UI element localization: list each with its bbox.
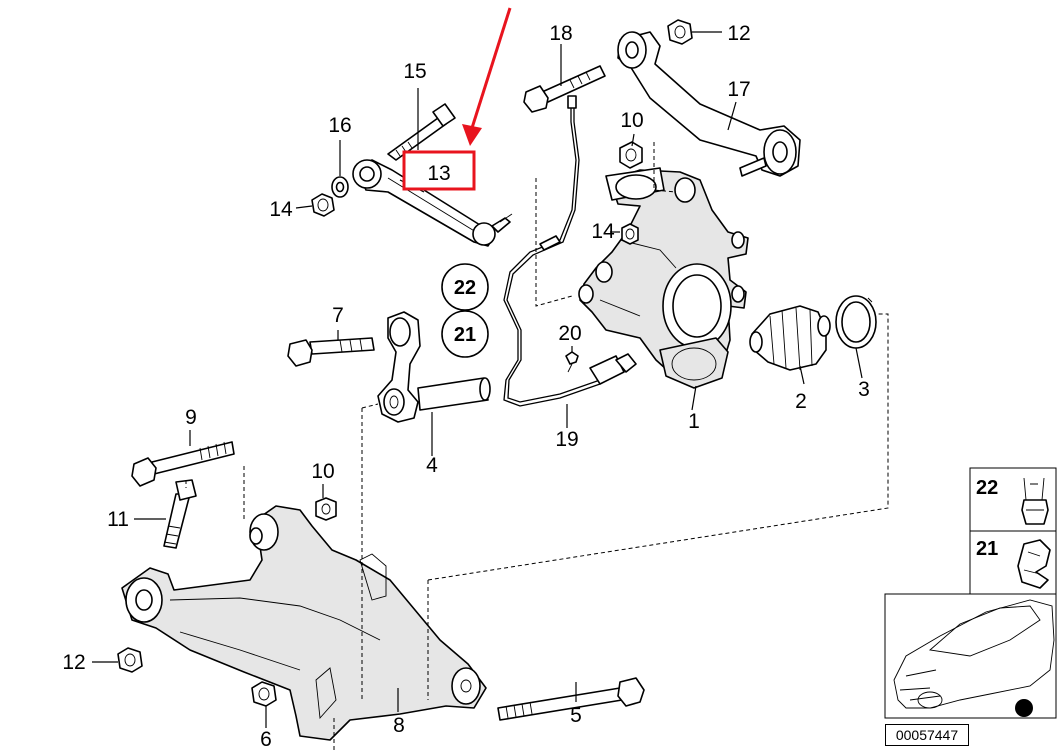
circle-callout-21: 21	[441, 310, 489, 358]
callout-16: 16	[328, 114, 351, 137]
bolt-11[interactable]	[163, 479, 197, 549]
nut-10-top[interactable]	[619, 141, 643, 169]
callout-11: 11	[107, 508, 129, 531]
car-thumbnail-icon	[884, 593, 1057, 719]
callout-17: 17	[727, 78, 750, 101]
callout-7: 7	[332, 304, 344, 327]
nut-14-right[interactable]	[621, 223, 639, 245]
clip-icon	[1017, 539, 1051, 589]
nut-6[interactable]	[251, 681, 277, 707]
upper-control-arm-13[interactable]	[352, 159, 513, 247]
washer-16[interactable]	[331, 176, 349, 198]
assembly-lines	[185, 142, 889, 752]
lower-control-arm-8[interactable]	[121, 505, 487, 741]
callout-9: 9	[185, 406, 197, 429]
abs-sensor-cable-19[interactable]	[503, 95, 637, 407]
callout-8: 8	[393, 714, 405, 737]
callout-2: 2	[795, 390, 807, 413]
nut-12-left[interactable]	[117, 647, 143, 673]
screw-20[interactable]	[565, 351, 579, 373]
wheel-carrier-1[interactable]	[578, 167, 749, 389]
callout-20: 20	[558, 322, 581, 345]
bolt-5[interactable]	[497, 677, 645, 721]
bolt-9[interactable]	[131, 441, 235, 487]
circlip-3[interactable]	[835, 295, 877, 349]
legend-item-21: 21	[969, 530, 1057, 595]
nut-14-left[interactable]	[311, 193, 335, 217]
callout-10-left: 10	[311, 460, 334, 483]
highlight-part-13[interactable]: 13	[402, 150, 476, 191]
callout-1: 1	[688, 410, 700, 433]
clip-icon	[1021, 477, 1049, 525]
svg-text:22: 22	[976, 477, 998, 499]
callout-14-right: 14	[591, 220, 615, 243]
callout-4: 4	[426, 454, 438, 477]
rubber-boot-2[interactable]	[749, 305, 831, 371]
arrow-icon	[462, 7, 512, 146]
guide-link-4[interactable]	[377, 311, 491, 423]
nut-10-left[interactable]	[315, 497, 337, 521]
circle-callout-22: 22	[441, 263, 489, 311]
legend-item-22: 22	[969, 467, 1057, 532]
bolt-15[interactable]	[387, 103, 456, 161]
callout-5: 5	[570, 704, 582, 727]
callout-10-top: 10	[620, 109, 643, 132]
upper-control-arm-17[interactable]	[617, 31, 801, 177]
callout-12-left: 12	[62, 651, 85, 674]
callout-numbers: 15 16 14 18 12 17 10 14 7 20 2 3 1 4 19 …	[62, 22, 870, 751]
callout-14-left: 14	[269, 198, 293, 221]
bolt-18[interactable]	[523, 65, 606, 113]
nut-12-top[interactable]	[667, 19, 693, 45]
callout-3: 3	[858, 378, 870, 401]
callout-15: 15	[403, 60, 426, 83]
callout-13: 13	[427, 162, 450, 185]
bolt-7[interactable]	[287, 337, 375, 367]
svg-text:22: 22	[454, 277, 476, 299]
callout-12-top: 12	[727, 22, 750, 45]
document-number: 00057447	[885, 724, 969, 746]
callout-6: 6	[260, 728, 272, 751]
svg-text:21: 21	[976, 538, 998, 560]
callout-18: 18	[549, 22, 572, 45]
callout-19: 19	[555, 428, 578, 451]
svg-text:21: 21	[454, 324, 476, 346]
